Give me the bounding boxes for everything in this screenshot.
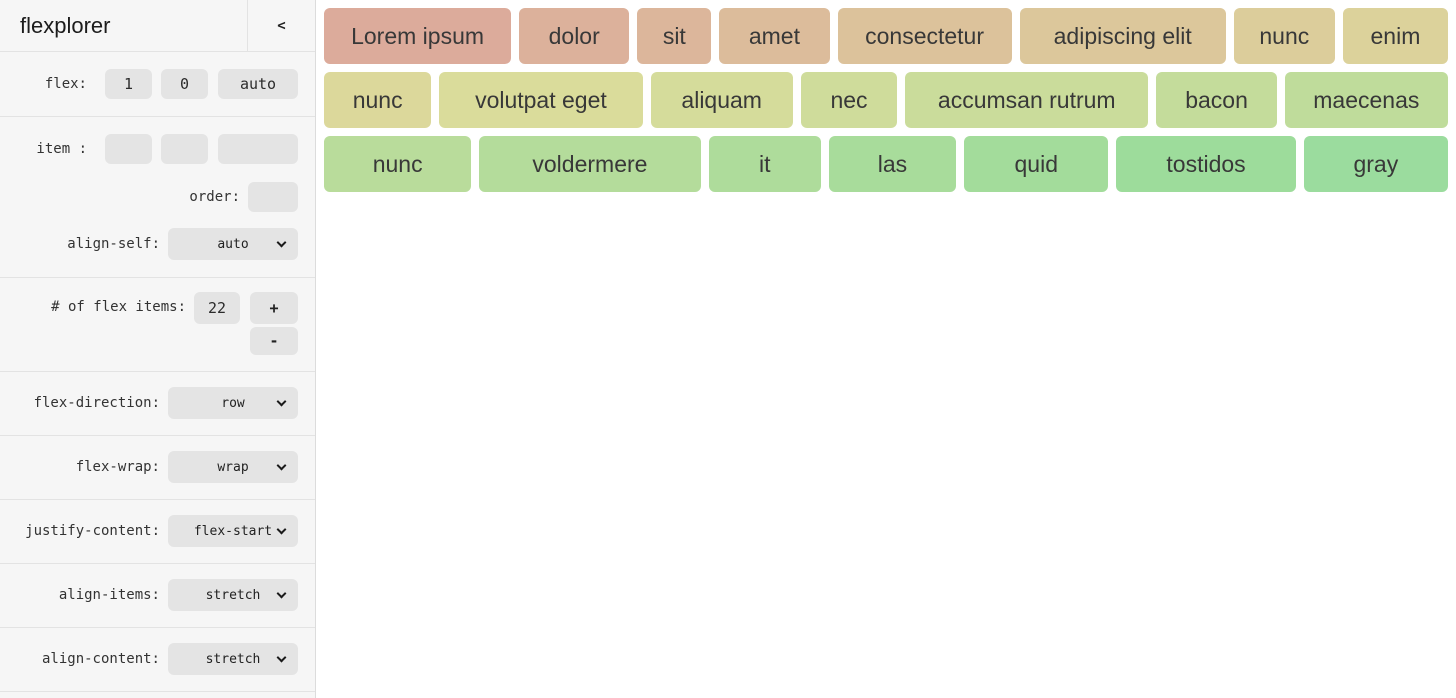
flex-item[interactable]: sit	[637, 8, 712, 64]
align-items-value: stretch	[205, 587, 261, 603]
align-content-label: align-content:	[41, 651, 160, 667]
flex-item[interactable]: dolor	[519, 8, 630, 64]
align-self-label: align-self:	[67, 236, 160, 252]
divider	[0, 116, 315, 117]
flex-item[interactable]: nunc	[1233, 8, 1335, 64]
divider	[0, 371, 315, 372]
align-content-value: stretch	[205, 651, 261, 667]
justify-content-label: justify-content:	[25, 523, 160, 539]
divider	[0, 499, 315, 500]
flex-item[interactable]: nec	[800, 72, 898, 128]
item-grow-input[interactable]	[105, 134, 152, 164]
divider	[0, 435, 315, 436]
item-shrink-input[interactable]	[161, 134, 208, 164]
flex-grow-input[interactable]	[105, 69, 152, 99]
flex-item[interactable]: enim	[1342, 8, 1448, 64]
chevron-down-icon	[276, 460, 287, 471]
flex-item[interactable]: Lorem ipsum	[324, 8, 512, 64]
order-label: order:	[189, 189, 240, 205]
flex-item[interactable]: voldermere	[479, 136, 701, 192]
collapse-sidebar-button[interactable]: <	[247, 0, 315, 51]
flex-item[interactable]: consectetur	[837, 8, 1012, 64]
chevron-down-icon	[276, 524, 287, 535]
chevron-down-icon	[276, 237, 287, 248]
app-title: flexplorer	[20, 12, 111, 38]
align-content-select[interactable]: stretch	[168, 643, 298, 675]
flex-item[interactable]: quid	[964, 136, 1109, 192]
align-items-label: align-items:	[58, 587, 160, 603]
flex-item[interactable]: bacon	[1156, 72, 1277, 128]
sidebar-header: flexplorer <	[0, 0, 315, 52]
flex-item[interactable]: nunc	[324, 136, 472, 192]
order-input[interactable]	[248, 182, 298, 212]
flex-wrap-select[interactable]: wrap	[168, 451, 298, 483]
increment-button[interactable]: +	[250, 292, 298, 324]
chevron-down-icon	[276, 652, 287, 663]
align-items-select[interactable]: stretch	[168, 579, 298, 611]
divider	[0, 563, 315, 564]
chevron-down-icon	[276, 396, 287, 407]
flex-item[interactable]: amet	[719, 8, 830, 64]
item-count-input[interactable]	[194, 292, 240, 324]
justify-content-select[interactable]: flex-start	[168, 515, 298, 547]
flex-item[interactable]: maecenas	[1284, 72, 1448, 128]
flex-item[interactable]: aliquam	[650, 72, 793, 128]
item-count-label: # of flex items:	[51, 299, 186, 315]
flex-item[interactable]: nunc	[324, 72, 432, 128]
sidebar: flexplorer < flex: item : order: align-s…	[0, 0, 316, 698]
flex-direction-select[interactable]: row	[168, 387, 298, 419]
divider	[0, 277, 315, 278]
flex-direction-label: flex-direction:	[33, 395, 160, 411]
item-label: item :	[36, 141, 87, 157]
chevron-down-icon	[276, 588, 287, 599]
chevron-left-icon: <	[277, 17, 286, 34]
align-self-value: auto	[217, 236, 249, 252]
item-count-stepper: + -	[250, 292, 298, 355]
flex-basis-input[interactable]	[218, 69, 298, 99]
item-basis-input[interactable]	[218, 134, 298, 164]
flex-item[interactable]: las	[828, 136, 957, 192]
justify-content-value: flex-start	[193, 523, 273, 539]
flex-shrink-input[interactable]	[161, 69, 208, 99]
flex-wrap-label: flex-wrap:	[75, 459, 160, 475]
flex-item[interactable]: accumsan rutrum	[905, 72, 1149, 128]
flex-item[interactable]: gray	[1303, 136, 1448, 192]
flex-item[interactable]: adipiscing elit	[1019, 8, 1226, 64]
flex-item[interactable]: it	[708, 136, 821, 192]
divider	[0, 627, 315, 628]
flex-item[interactable]: tostidos	[1116, 136, 1296, 192]
divider	[0, 691, 315, 692]
flex-direction-value: row	[221, 395, 245, 411]
align-self-select[interactable]: auto	[168, 228, 298, 260]
decrement-button[interactable]: -	[250, 327, 298, 355]
flex-item[interactable]: volutpat eget	[439, 72, 643, 128]
flex-wrap-value: wrap	[217, 459, 249, 475]
flex-label: flex:	[44, 76, 87, 92]
